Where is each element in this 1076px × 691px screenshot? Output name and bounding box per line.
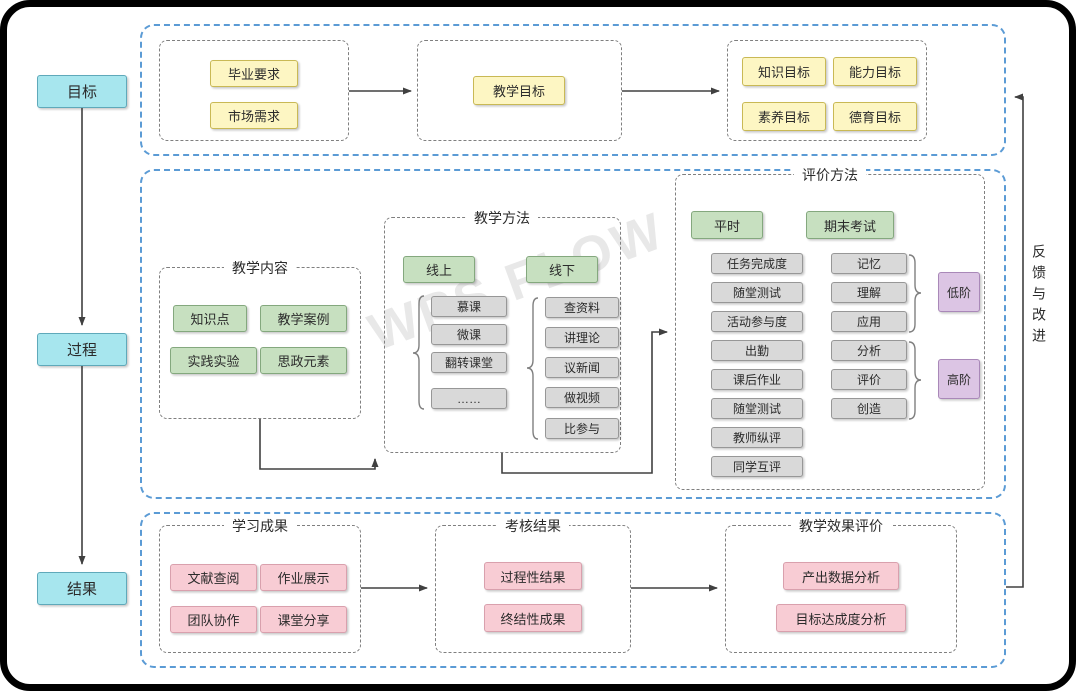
node-participation: 比参与 <box>545 418 619 439</box>
node-inclass-test-2: 随堂测试 <box>711 398 803 419</box>
node-team-collaboration: 团队协作 <box>170 606 257 633</box>
phase-goal: 目标 <box>37 75 127 108</box>
node-discuss-news: 议新闻 <box>545 357 619 378</box>
node-output-data-analysis: 产出数据分析 <box>783 562 899 590</box>
node-understand: 理解 <box>831 282 907 303</box>
node-teaching-goal: 教学目标 <box>473 76 565 105</box>
node-peer-review: 同学互评 <box>711 456 803 477</box>
node-moral-objective: 德育目标 <box>833 102 917 131</box>
node-homework-display: 作业展示 <box>260 564 347 591</box>
process-row-panel <box>140 169 1006 499</box>
node-remember: 记忆 <box>831 253 907 274</box>
node-summative-results: 终结性成果 <box>484 604 582 632</box>
node-online-more: …… <box>431 388 507 409</box>
objectives-group <box>727 40 927 141</box>
node-offline: 线下 <box>526 256 598 283</box>
teaching-effect-title: 教学效果评价 <box>791 516 891 536</box>
node-final-exam: 期末考试 <box>806 211 894 239</box>
phase-result: 结果 <box>37 572 127 605</box>
node-usual: 平时 <box>691 211 763 239</box>
node-research-materials: 查资料 <box>545 297 619 318</box>
node-attendance: 出勤 <box>711 340 803 361</box>
node-online: 线上 <box>403 256 475 283</box>
node-practice-experiment: 实践实验 <box>170 347 257 374</box>
result-row-panel <box>140 512 1006 668</box>
node-inclass-test-1: 随堂测试 <box>711 282 803 303</box>
node-apply: 应用 <box>831 311 907 332</box>
teaching-content-title: 教学内容 <box>224 258 296 278</box>
node-evaluate: 评价 <box>831 369 907 390</box>
goal-row-panel <box>140 24 1006 156</box>
requirements-group <box>159 40 349 141</box>
node-micro-lecture: 微课 <box>431 324 507 345</box>
node-process-results: 过程性结果 <box>484 562 582 590</box>
node-market-demand: 市场需求 <box>210 102 298 129</box>
node-teaching-cases: 教学案例 <box>260 305 347 332</box>
assessment-results-title: 考核结果 <box>497 516 569 536</box>
phase-process: 过程 <box>37 333 127 366</box>
node-activity-participation: 活动参与度 <box>711 311 803 332</box>
node-homework: 课后作业 <box>711 369 803 390</box>
teaching-content-group <box>159 267 361 419</box>
arrow-feedback-loop <box>1006 93 1024 588</box>
node-flipped-classroom: 翻转课堂 <box>431 352 507 373</box>
teaching-goal-group <box>417 40 622 141</box>
teaching-methods-title: 教学方法 <box>466 208 538 228</box>
node-literature-review: 文献查阅 <box>170 564 257 591</box>
node-graduation-requirements: 毕业要求 <box>210 60 298 87</box>
node-make-videos: 做视频 <box>545 387 619 408</box>
node-goal-achievement-analysis: 目标达成度分析 <box>776 604 906 632</box>
node-teacher-review: 教师纵评 <box>711 427 803 448</box>
node-mooc: 慕课 <box>431 296 507 317</box>
node-ability-objective: 能力目标 <box>833 57 917 86</box>
node-knowledge-points: 知识点 <box>173 305 247 332</box>
node-task-completion: 任务完成度 <box>711 253 803 274</box>
node-analyze: 分析 <box>831 340 907 361</box>
node-class-sharing: 课堂分享 <box>260 606 347 633</box>
learning-outcomes-title: 学习成果 <box>224 516 296 536</box>
node-knowledge-objective: 知识目标 <box>742 57 826 86</box>
node-create: 创造 <box>831 398 907 419</box>
feedback-label: 反馈与改进 <box>1031 244 1047 349</box>
node-low-order: 低阶 <box>938 272 980 312</box>
evaluation-methods-title: 评价方法 <box>794 165 866 185</box>
node-lecture-theory: 讲理论 <box>545 327 619 348</box>
node-high-order: 高阶 <box>938 359 980 399</box>
node-ideological-elements: 思政元素 <box>260 347 347 374</box>
node-literacy-objective: 素养目标 <box>742 102 826 131</box>
